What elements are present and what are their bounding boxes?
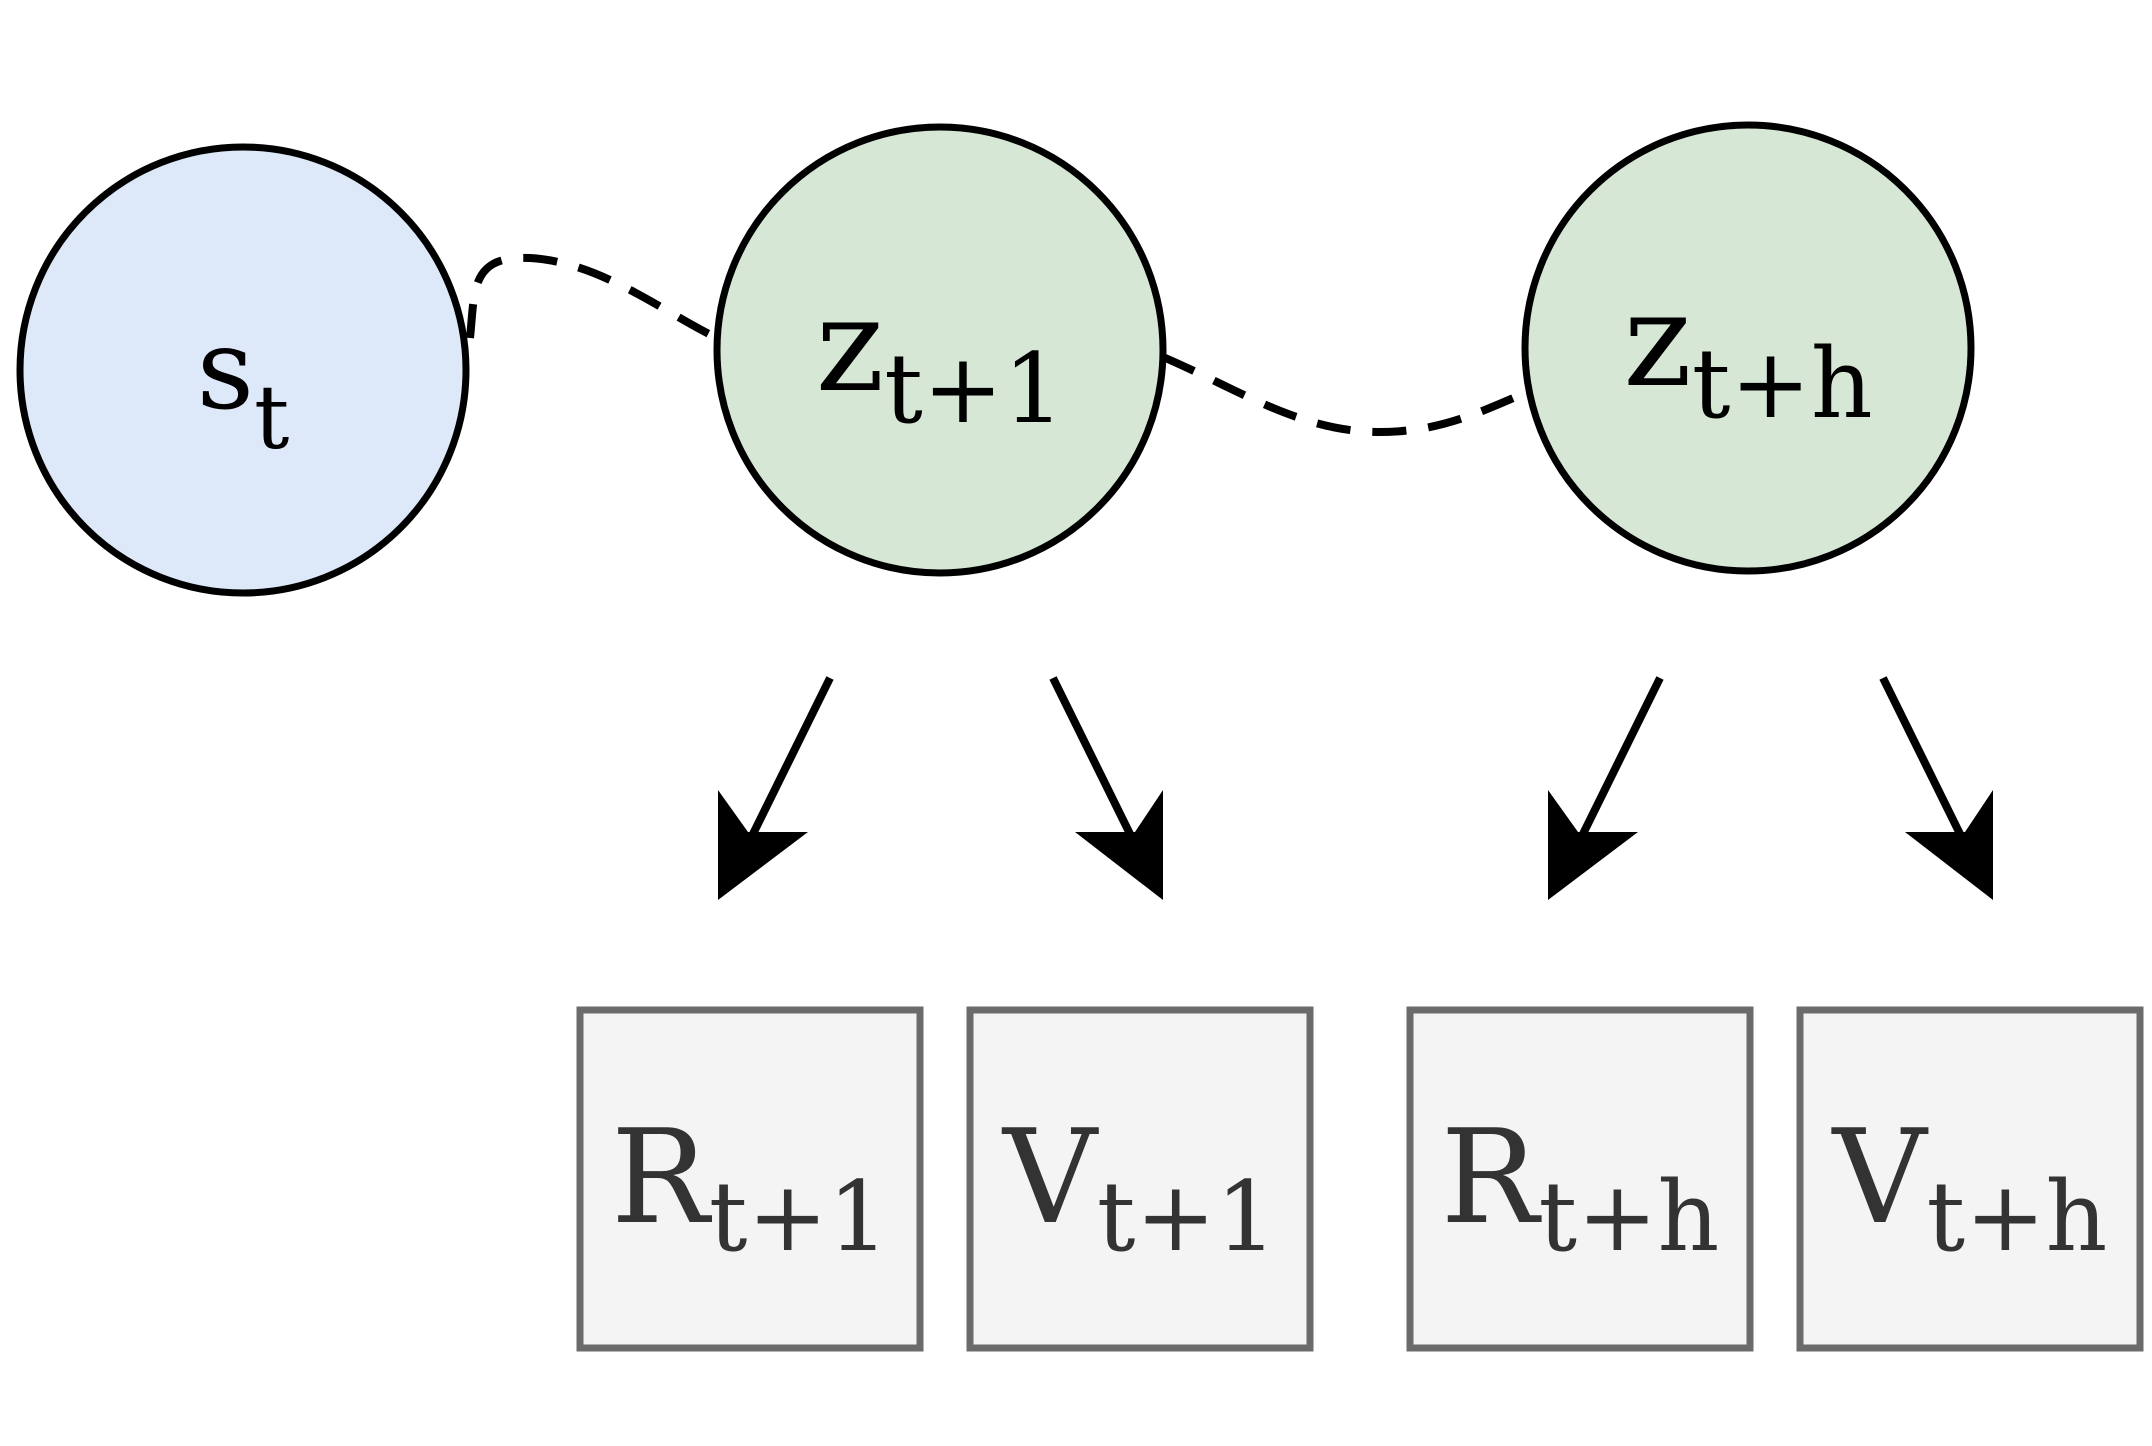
latent-node-th-main: z xyxy=(1623,264,1692,416)
arrow-z1-to-v1-head xyxy=(1075,790,1163,900)
latent-node-t1-circle xyxy=(713,123,1167,577)
output-box-rh-label: Rt+h xyxy=(1441,1101,1720,1273)
arrow-zh-to-rh-head xyxy=(1548,790,1638,900)
output-box-r1: Rt+1 xyxy=(576,1006,924,1352)
output-box-r1-rect xyxy=(576,1006,924,1352)
output-box-vh: Vt+h xyxy=(1796,1006,2144,1352)
latent-node-t1-main: z xyxy=(816,269,885,421)
arrow-z1-to-r1-shaft xyxy=(746,676,834,842)
state-node: st xyxy=(16,143,470,597)
latent-node-th-circle xyxy=(1521,121,1975,575)
arrow-zh-to-vh-shaft xyxy=(1879,676,1967,842)
dashed-link-z1-to-zh xyxy=(1161,353,1527,437)
arrow-z1-to-r1-head xyxy=(718,790,808,900)
arrow-z1-to-v1 xyxy=(1049,676,1163,900)
output-box-v1-rect xyxy=(966,1006,1314,1352)
output-box-v1-main: V xyxy=(1001,1101,1099,1253)
latent-node-t1: zt+1 xyxy=(713,123,1167,577)
dashed-link-s-to-z1 xyxy=(466,253,717,341)
state-node-main: s xyxy=(197,305,254,435)
latent-node-t1-label: zt+1 xyxy=(816,269,1065,445)
arrow-z1-to-r1 xyxy=(718,676,834,900)
arrow-zh-to-vh xyxy=(1879,676,1993,900)
output-box-vh-label: Vt+h xyxy=(1831,1101,2108,1273)
state-node-circle xyxy=(16,143,470,597)
arrow-zh-to-vh-head xyxy=(1905,790,1993,900)
arrow-z1-to-v1-shaft xyxy=(1049,676,1137,842)
arrow-zh-to-rh-shaft xyxy=(1576,676,1664,842)
output-box-r1-sub: t+1 xyxy=(709,1161,889,1273)
latent-node-th: zt+h xyxy=(1521,121,1975,575)
arrow-zh-to-rh xyxy=(1548,676,1664,900)
latent-node-t1-sub: t+1 xyxy=(884,333,1064,445)
state-node-label: st xyxy=(197,305,290,469)
output-box-v1-sub: t+1 xyxy=(1097,1161,1277,1273)
output-box-r1-main: R xyxy=(611,1101,712,1253)
output-box-vh-main: V xyxy=(1831,1101,1929,1253)
state-node-sub: t xyxy=(254,366,289,469)
output-box-rh-sub: t+h xyxy=(1539,1161,1720,1273)
latent-node-th-sub: t+h xyxy=(1692,328,1873,440)
output-box-rh: Rt+h xyxy=(1406,1006,1754,1352)
output-box-rh-rect xyxy=(1406,1006,1754,1352)
output-box-r1-label: Rt+1 xyxy=(611,1101,889,1273)
output-box-v1-label: Vt+1 xyxy=(1001,1101,1277,1273)
output-box-rh-main: R xyxy=(1441,1101,1542,1253)
output-box-v1: Vt+1 xyxy=(966,1006,1314,1352)
latent-node-th-label: zt+h xyxy=(1623,264,1872,440)
output-box-vh-rect xyxy=(1796,1006,2144,1352)
output-box-vh-sub: t+h xyxy=(1927,1161,2108,1273)
